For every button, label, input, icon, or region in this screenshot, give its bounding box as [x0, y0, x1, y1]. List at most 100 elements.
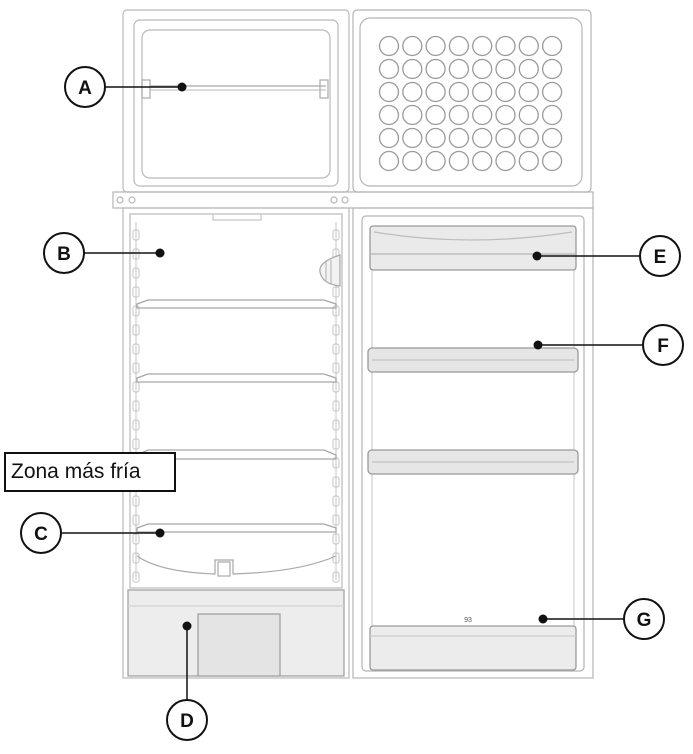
callout-label-b: B [57, 244, 71, 265]
ice-circle [425, 58, 446, 80]
ice-circle [472, 127, 493, 149]
ice-circle [541, 81, 563, 103]
rail-notch [132, 324, 140, 336]
ice-circle [378, 58, 400, 80]
rail-notch [132, 343, 140, 355]
freezer-compartment [122, 9, 350, 193]
ice-circle [402, 81, 423, 103]
ice-circle [541, 35, 563, 57]
callout-label-g: G [637, 610, 652, 631]
ice-circle [495, 58, 516, 80]
rail-notch [132, 533, 140, 545]
rail-notch [332, 571, 340, 583]
rail-notch [332, 419, 340, 431]
rail-notch [332, 533, 340, 545]
callout-E: E [639, 235, 681, 277]
ice-circle [472, 104, 493, 126]
door-balconies [367, 225, 579, 671]
rail-notch [332, 476, 340, 488]
ice-circle [448, 35, 470, 57]
ice-circle [495, 150, 516, 172]
rail-notch [332, 438, 340, 450]
callout-D: D [166, 699, 208, 741]
ice-circle [472, 35, 493, 57]
ice-circle [425, 127, 446, 149]
rail-notch [132, 495, 140, 507]
shelf-rail-notches [132, 229, 340, 583]
rail-notch [332, 286, 340, 298]
ice-circle [402, 58, 423, 80]
ice-circle [448, 58, 470, 80]
callout-B: B [43, 232, 85, 274]
callout-F: F [642, 324, 684, 366]
ice-circle [518, 58, 539, 80]
ice-circle [425, 150, 446, 172]
ice-circle-pattern [378, 35, 563, 172]
callout-label-a: A [78, 78, 92, 99]
crisper-drawer [127, 589, 345, 677]
ice-circle [425, 81, 446, 103]
ice-circle [448, 150, 470, 172]
ice-circle [518, 81, 539, 103]
ice-circle [518, 104, 539, 126]
coldest-zone-label: Zona más fría [4, 452, 176, 492]
rail-notch [132, 438, 140, 450]
ice-circle [378, 104, 400, 126]
lamp-housing [319, 254, 341, 287]
rail-notch [132, 248, 140, 260]
rail-notch [132, 400, 140, 412]
ice-circle [425, 104, 446, 126]
callout-label-e: E [654, 247, 667, 268]
ice-circle [402, 150, 423, 172]
ice-circle [448, 127, 470, 149]
ice-circle [495, 35, 516, 57]
rail-notch [132, 362, 140, 374]
ice-circle [541, 127, 563, 149]
leader-lines [60, 86, 645, 700]
ice-circle [448, 81, 470, 103]
rail-notch [132, 286, 140, 298]
rail-notch [132, 514, 140, 526]
rail-notch [332, 229, 340, 241]
ice-circle [448, 104, 470, 126]
ice-circle [495, 127, 516, 149]
ice-circle [378, 35, 400, 57]
ice-circle [425, 35, 446, 57]
rail-notch [332, 514, 340, 526]
ice-circle [378, 150, 400, 172]
rail-notch [132, 267, 140, 279]
ice-circle [541, 104, 563, 126]
rail-notch [332, 362, 340, 374]
rail-notch [332, 400, 340, 412]
rail-notch [332, 552, 340, 564]
callout-A: A [64, 66, 106, 108]
rail-notch [332, 343, 340, 355]
ice-circle [495, 104, 516, 126]
ice-circle [402, 35, 423, 57]
callout-label-f: F [657, 336, 669, 357]
ice-circle [472, 81, 493, 103]
callout-label-d: D [180, 711, 194, 732]
ice-circle [378, 81, 400, 103]
ice-circle [402, 127, 423, 149]
callout-label-c: C [34, 524, 48, 545]
rail-notch [132, 229, 140, 241]
glass-shelves [136, 299, 337, 533]
rail-notch [132, 381, 140, 393]
drain-channel [136, 555, 337, 577]
leader-dots [155, 82, 548, 631]
ice-circle [518, 150, 539, 172]
ice-circle [495, 81, 516, 103]
ice-circle [402, 104, 423, 126]
fridge-door [352, 207, 594, 679]
ice-circle [472, 150, 493, 172]
ice-circle [378, 127, 400, 149]
rail-notch [132, 571, 140, 583]
coldest-zone-text: Zona más fría [11, 460, 141, 483]
rail-notch [132, 305, 140, 317]
compartment-divider [112, 191, 594, 209]
shelf-number-text: 93 [464, 617, 472, 624]
ice-circle [472, 58, 493, 80]
ice-circle [518, 127, 539, 149]
